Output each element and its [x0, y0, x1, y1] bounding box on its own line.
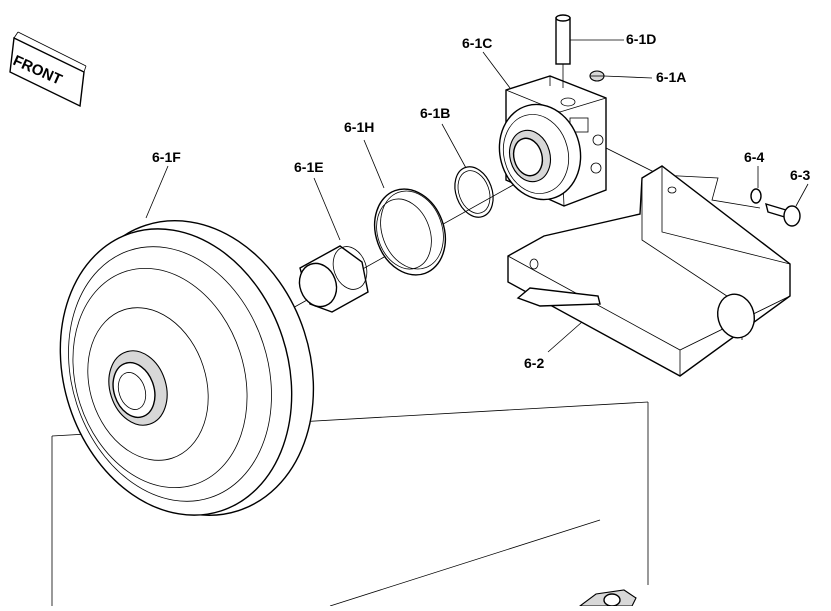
label-6-1f: 6-1F — [152, 149, 181, 165]
set-screw — [589, 70, 605, 82]
lower-component — [578, 589, 637, 607]
washer-and-bolt — [750, 188, 801, 227]
collar-ring — [373, 188, 447, 276]
tension-bracket — [507, 165, 791, 377]
label-6-1a: 6-1A — [656, 69, 686, 85]
label-6-1b: 6-1B — [420, 105, 450, 121]
leader-lines — [145, 39, 809, 353]
o-ring — [454, 166, 494, 218]
label-6-1d: 6-1D — [626, 31, 656, 47]
idler-wheel — [59, 220, 315, 516]
label-6-1c: 6-1C — [462, 35, 492, 51]
label-6-1h: 6-1H — [344, 119, 374, 135]
bearing-housing — [498, 75, 607, 207]
shaft-collar — [298, 245, 369, 313]
label-6-3: 6-3 — [790, 167, 810, 183]
label-6-1e: 6-1E — [294, 159, 324, 175]
front-direction-tag: FRONT — [9, 31, 87, 108]
part-labels: 6-1D 6-1C 6-1A 6-1H 6-1B 6-1F 6-1E 6-4 6… — [152, 31, 810, 371]
label-6-2: 6-2 — [524, 355, 544, 371]
label-6-4: 6-4 — [744, 149, 764, 165]
pin — [555, 14, 571, 88]
